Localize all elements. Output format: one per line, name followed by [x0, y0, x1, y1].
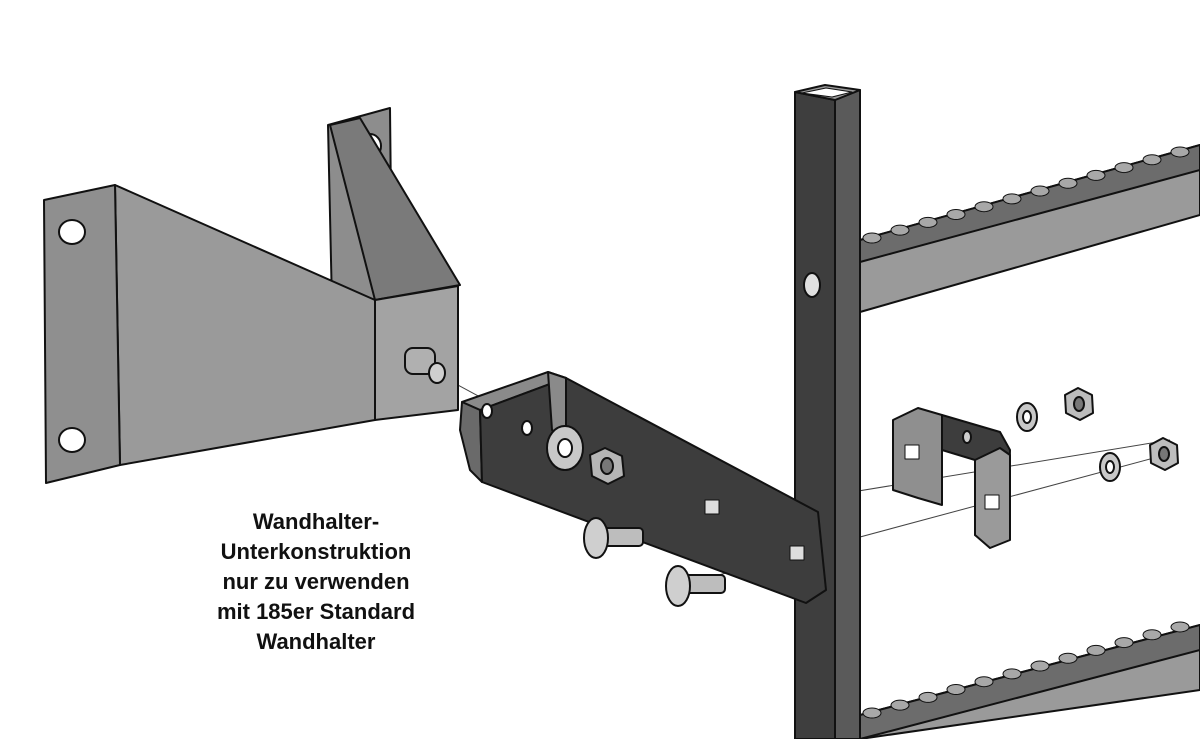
- connector-plate: [459, 371, 827, 604]
- tread-bump: [918, 691, 938, 703]
- plate-hole: [521, 420, 533, 436]
- ladder-rung-top: [859, 144, 1200, 313]
- mounting-hole: [58, 427, 86, 453]
- mounting-hole: [58, 219, 86, 245]
- clamp-bracket: [892, 407, 1011, 549]
- rung-tread-pattern: [862, 146, 1190, 719]
- tread-bump: [890, 224, 910, 236]
- tread-bump: [862, 707, 882, 719]
- plate-hole: [481, 403, 493, 419]
- tread-bump: [1170, 621, 1190, 633]
- threaded-pin: [404, 347, 446, 384]
- wall-bracket-top-fold: [329, 117, 461, 301]
- ladder-post: [794, 84, 861, 739]
- caption-line: mit 185er Standard: [216, 599, 416, 624]
- tread-bump: [1058, 177, 1078, 189]
- tread-bump: [1002, 193, 1022, 205]
- tread-bump: [862, 232, 882, 244]
- tread-bump: [974, 676, 994, 688]
- wall-bracket-left-flange: [43, 184, 121, 484]
- tread-bump: [1142, 629, 1162, 641]
- tread-bump: [1114, 162, 1134, 174]
- tread-bump: [1086, 644, 1106, 656]
- tread-bump: [1030, 660, 1050, 672]
- carriage-bolt: [665, 565, 726, 607]
- post-hole: [803, 272, 821, 298]
- tread-bump: [890, 699, 910, 711]
- tread-bump: [1030, 185, 1050, 197]
- tread-bump: [946, 209, 966, 221]
- tread-bump: [946, 684, 966, 696]
- caption-line: nur zu verwenden: [222, 569, 410, 594]
- caption-line: Wandhalter: [256, 629, 376, 654]
- square-slot: [789, 545, 805, 561]
- tread-bump: [918, 216, 938, 228]
- tread-bump: [1142, 154, 1162, 166]
- hex-nut: [589, 447, 625, 485]
- tread-bump: [1086, 169, 1106, 181]
- tread-bump: [1058, 652, 1078, 664]
- tread-bump: [1002, 668, 1022, 680]
- wall-bracket: [43, 107, 461, 484]
- caption-line: Wandhalter-: [252, 509, 380, 534]
- tread-bump: [1170, 146, 1190, 158]
- caption-note: Wandhalter- Unterkonstruktion nur zu ver…: [180, 507, 452, 657]
- hex-nut: [1064, 387, 1094, 421]
- hex-nut: [1149, 437, 1179, 471]
- washer: [1016, 402, 1038, 432]
- square-slot: [704, 499, 720, 515]
- tread-bump: [1114, 637, 1134, 649]
- ladder-rung-bottom: [859, 624, 1200, 739]
- washer: [546, 425, 584, 471]
- tread-bump: [974, 201, 994, 213]
- caption-line: Unterkonstruktion: [220, 539, 412, 564]
- washer: [1099, 452, 1121, 482]
- carriage-bolt: [583, 517, 644, 559]
